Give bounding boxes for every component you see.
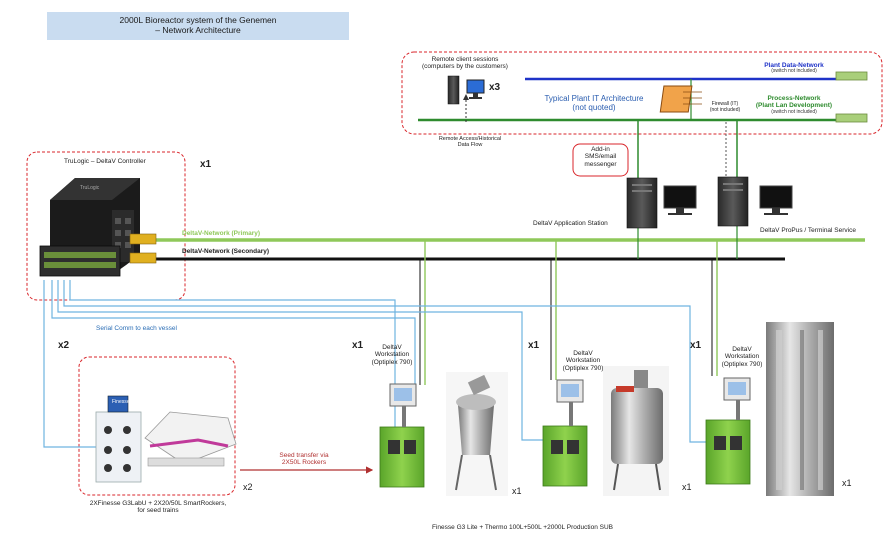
smartrocker-graphic — [144, 411, 237, 467]
workstation-2-line-2: Workstation — [565, 357, 601, 365]
propus-station-graphic — [717, 176, 793, 227]
workstation-1-graphic — [379, 383, 425, 488]
workstation-3-line-2: Workstation — [724, 353, 760, 361]
addin-line-2: SMS/email — [584, 153, 617, 161]
deltav-secondary-label: DeltaV-Network (Secondary) — [182, 248, 270, 255]
remote-sessions-label: Remote client sessions (computers by the… — [415, 56, 515, 71]
typical-plant-it-line-1: Typical Plant IT Architecture — [544, 94, 644, 103]
seed-transfer-line-2: 2X50L Rockers — [281, 459, 327, 467]
remote-region-border — [401, 51, 883, 135]
workstation-1-label: DeltaV Workstation (Optiplex 790) — [364, 344, 420, 366]
workstation-3-count: x1 — [690, 340, 702, 351]
remote-client-count: x3 — [489, 82, 501, 93]
workstation-3-line-3: (Optiplex 790) — [721, 360, 763, 368]
remote-access-label: Remote Access/Historical Data Flow — [425, 136, 515, 149]
workstation-3-label: DeltaV Workstation (Optiplex 790) — [714, 346, 770, 368]
typical-plant-it-label: Typical Plant IT Architecture (not quote… — [532, 94, 656, 112]
serial-line-1 — [43, 280, 98, 448]
vessel-2-graphic — [603, 366, 669, 496]
addin-label: Add-in SMS/email messenger — [573, 146, 628, 168]
title-line-1: 2000L Bioreactor system of the Genemen — [119, 15, 277, 25]
plant-data-network-label: Plant Data-Network (switch not included) — [752, 62, 836, 75]
firewall-graphic — [659, 85, 702, 113]
title-line-2: – Network Architecture — [155, 25, 241, 35]
vessel-3-count: x1 — [842, 478, 852, 488]
serial-line-3 — [57, 280, 545, 441]
finesse-device-label: Finesse — [112, 399, 130, 405]
serial-line-2 — [51, 280, 416, 386]
workstation-2-graphic — [542, 379, 588, 487]
seed-region-border — [78, 356, 236, 496]
workstation-1-line-2: Workstation — [374, 351, 410, 359]
workstation-3-graphic — [705, 377, 751, 485]
firewall-label: Firewall (IT) (not included) — [700, 101, 750, 114]
bottom-caption: Finesse G3 Lite + Thermo 100L+500L +2000… — [432, 524, 613, 531]
seed-transfer-line-1: Seed transfer via — [279, 452, 329, 459]
title-banner: 2000L Bioreactor system of the Genemen –… — [47, 12, 349, 40]
firewall-line-1: Firewall (IT) — [711, 101, 739, 107]
controller-brand: TruLogic — [80, 185, 100, 191]
process-network-sub: (Plant Lan Development) — [755, 102, 833, 110]
controller-count: x1 — [200, 159, 212, 170]
plant-data-network-note: (switch not included) — [771, 68, 817, 75]
seed-caption-line-1: 2XFinesse G3LabU + 2X20/50L SmartRockers… — [89, 500, 227, 507]
process-network-text: Process-Network — [767, 95, 821, 102]
controller-label: TruLogic – DeltaV Controller — [64, 158, 146, 165]
addin-line-1: Add-in — [591, 146, 610, 153]
vessel-2-count: x1 — [682, 482, 692, 492]
firewall-line-2: (not included) — [709, 106, 741, 113]
seed-transfer-label: Seed transfer via 2X50L Rockers — [264, 452, 344, 467]
workstation-2-label: DeltaV Workstation (Optiplex 790) — [555, 350, 611, 372]
process-switch — [835, 113, 868, 123]
application-station-graphic — [626, 177, 697, 229]
vessel-3-graphic — [766, 322, 834, 496]
remote-sessions-line-1: Remote client sessions — [431, 56, 499, 63]
workstation-3-line-1: DeltaV — [732, 346, 752, 353]
remote-client-computer — [447, 75, 485, 105]
remote-access-line-2: Data Flow — [457, 142, 483, 149]
seed-count-left: x2 — [58, 340, 70, 351]
seed-caption: 2XFinesse G3LabU + 2X20/50L SmartRockers… — [70, 500, 246, 515]
vessel-1-graphic — [446, 372, 508, 496]
remote-access-line-1: Remote Access/Historical — [438, 136, 502, 142]
workstation-2-line-3: (Optiplex 790) — [562, 364, 604, 372]
workstation-2-line-1: DeltaV — [573, 350, 593, 357]
addin-region-border — [572, 143, 629, 177]
plant-data-network-text: Plant Data-Network — [764, 62, 824, 69]
vessel-1-count: x1 — [512, 486, 522, 496]
serial-comm-label: Serial Comm to each vessel — [96, 325, 177, 332]
controller-cabinet-graphic — [39, 178, 157, 277]
process-network-note: (switch not included) — [771, 108, 817, 115]
finesse-g3-unit-graphic — [95, 395, 142, 483]
serial-line-4 — [63, 280, 708, 443]
typical-plant-it-line-2: (not quoted) — [572, 103, 616, 113]
application-station-label: DeltaV Application Station — [533, 220, 608, 227]
deltav-primary-label: DeltaV-Network (Primary) — [182, 230, 261, 237]
seed-caption-line-2: for seed trains — [137, 507, 179, 515]
plant-data-switch — [835, 71, 868, 81]
seed-count-right: x2 — [243, 482, 253, 492]
addin-line-3: messenger — [584, 160, 617, 168]
workstation-2-count: x1 — [528, 340, 540, 351]
workstation-1-line-1: DeltaV — [382, 344, 402, 351]
serial-line-5 — [69, 280, 396, 430]
workstation-1-line-3: (Optiplex 790) — [371, 358, 413, 366]
propus-station-label: DeltaV ProPus / Terminal Service — [760, 227, 856, 234]
workstation-1-count: x1 — [352, 340, 364, 351]
remote-sessions-line-2: (computers by the customers) — [422, 63, 508, 71]
process-network-label: Process-Network (Plant Lan Development) … — [742, 95, 846, 116]
